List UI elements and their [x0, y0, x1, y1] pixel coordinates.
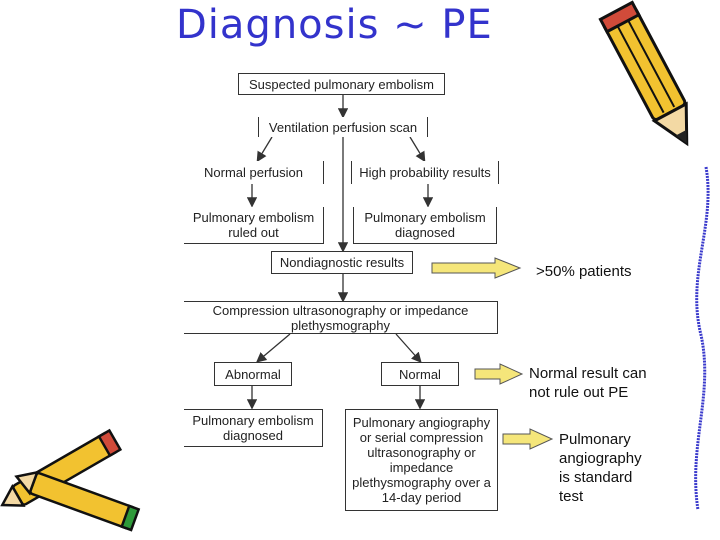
- callout-arrow-1: [431, 257, 522, 279]
- note-normal-line1: Normal result can: [529, 365, 647, 382]
- callout-arrow-2: [474, 363, 524, 385]
- page-title: Diagnosis ~ PE: [176, 2, 493, 48]
- note-angio-line4: test: [559, 488, 584, 505]
- pe-ruled-out-box: Pulmonary embolism ruled out: [184, 207, 324, 244]
- note-angiography: Pulmonary angiography is standard test: [559, 430, 642, 506]
- note-normal-result: Normal result can not rule out PE: [529, 364, 647, 402]
- note-angio-line1: Pulmonary: [559, 431, 631, 448]
- wavy-line-right: [694, 166, 710, 511]
- callout-arrow-3: [502, 428, 554, 450]
- normal-perfusion-box: Normal perfusion: [184, 161, 324, 184]
- suspected-pe-box: Suspected pulmonary embolism: [238, 73, 445, 95]
- vq-scan-box: Ventilation perfusion scan: [258, 117, 428, 137]
- nondiagnostic-box: Nondiagnostic results: [271, 251, 413, 274]
- pe-diagnosed-box-2: Pulmonary embolism diagnosed: [184, 409, 323, 447]
- normal-box: Normal: [381, 362, 459, 386]
- compression-box: Compression ultrasonography or impedance…: [184, 301, 498, 334]
- pencil-icon-top-right: [598, 0, 689, 147]
- angiography-box: Pulmonary angiography or serial compress…: [345, 409, 498, 511]
- note-angio-line3: is standard: [559, 469, 633, 486]
- high-probability-box: High probability results: [351, 161, 499, 184]
- note-normal-line2: not rule out PE: [529, 384, 629, 401]
- note-angio-line2: angiography: [559, 450, 642, 467]
- note-nondiagnostic: >50% patients: [536, 263, 632, 280]
- pencils-icon-bottom-left: [0, 428, 141, 532]
- abnormal-box: Abnormal: [214, 362, 292, 386]
- pe-diagnosed-box-1: Pulmonary embolism diagnosed: [353, 207, 497, 244]
